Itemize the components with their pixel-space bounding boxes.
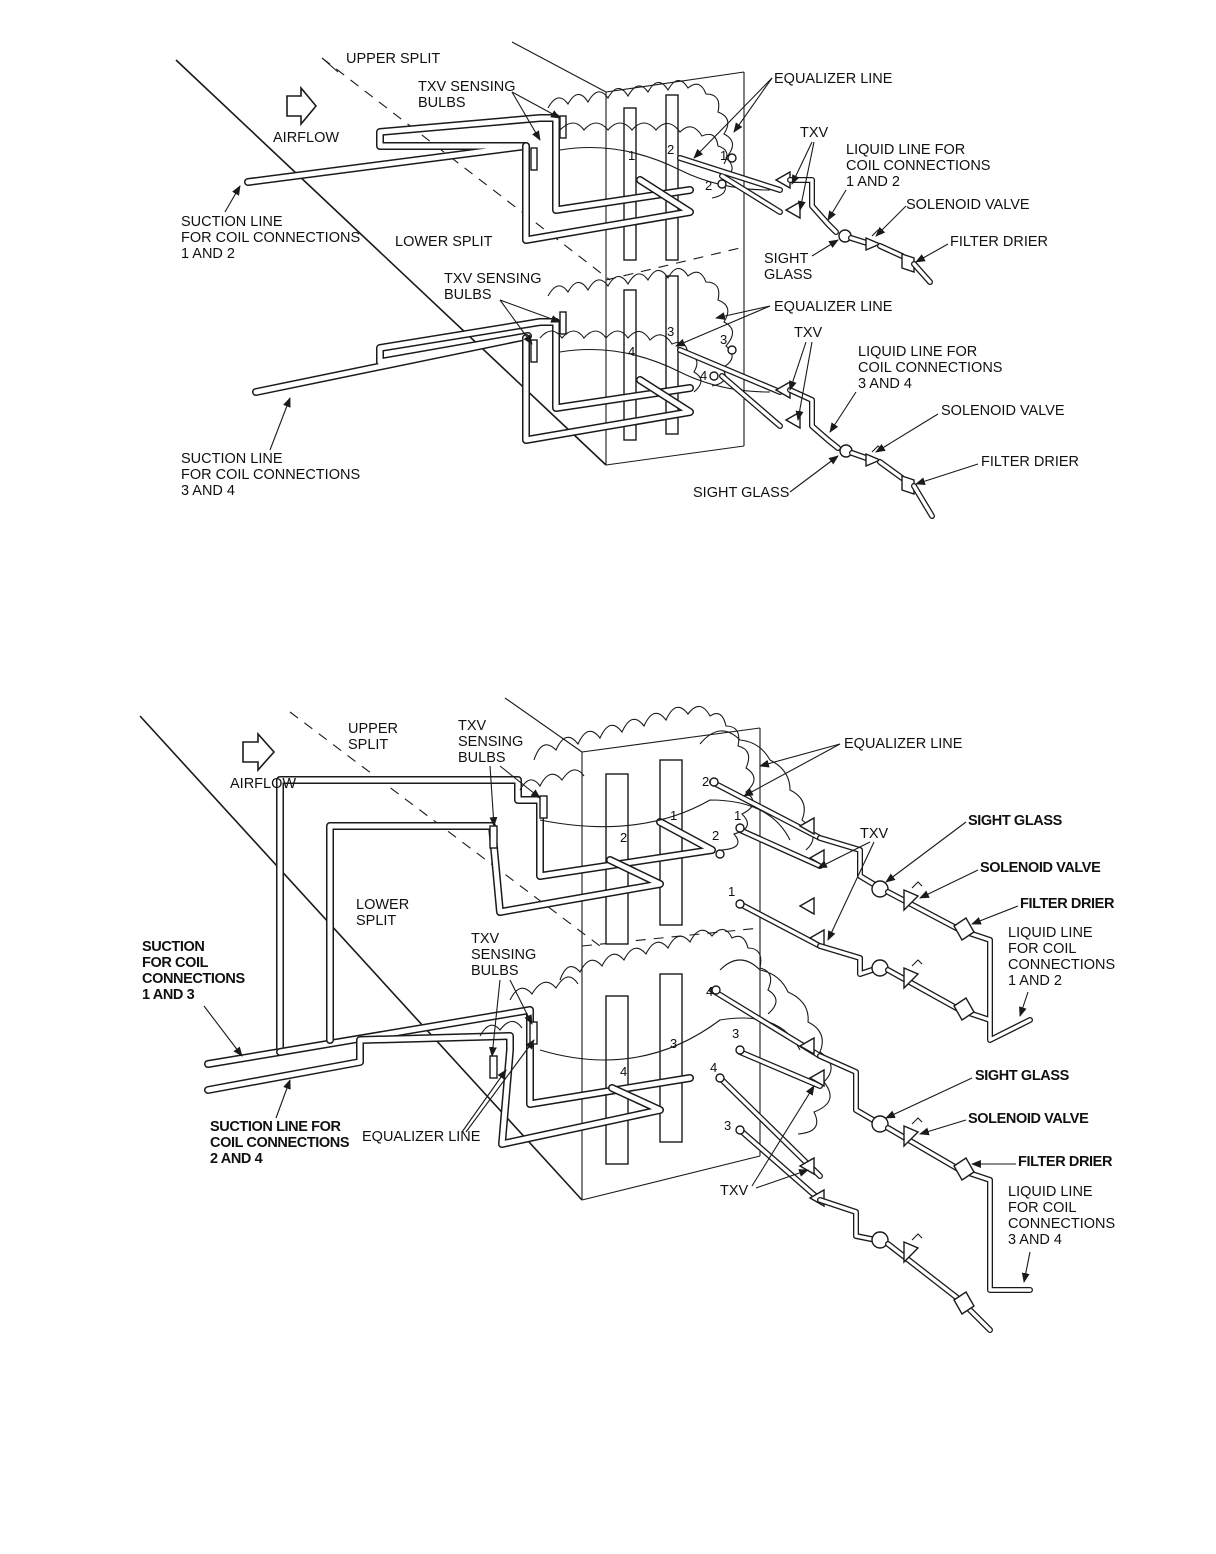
- top-num-1: 2: [667, 142, 674, 157]
- bottom-suction-line-24-label: SUCTION LINE FOR COIL CONNECTIONS 2 AND …: [210, 1119, 353, 1167]
- bottom-lower-split-label: LOWER SPLIT: [356, 897, 413, 929]
- bottom-airflow-arrow-icon: [242, 731, 276, 773]
- bottom-solenoid-valve-2-label: SOLENOID VALVE: [968, 1111, 1089, 1127]
- top-equalizer-line-label: EQUALIZER LINE: [774, 71, 893, 87]
- top-num-4b: 4: [700, 368, 707, 383]
- bottom-num-3: 3: [732, 1026, 739, 1041]
- bottom-num-1b: 1: [728, 884, 735, 899]
- bottom-num-4: 4: [706, 984, 713, 999]
- top-filter-drier-label: FILTER DRIER: [950, 234, 1048, 250]
- top-duct-edge: [175, 59, 607, 466]
- top-num-4: 4: [628, 344, 635, 359]
- top-suction-line-34-label: SUCTION LINE FOR COIL CONNECTIONS 3 AND …: [181, 451, 364, 499]
- bottom-num-4b: 4: [710, 1060, 717, 1075]
- top-sight-glass-2-label: SIGHT GLASS: [693, 485, 789, 501]
- top-num-2: 1: [628, 148, 635, 163]
- bottom-duct-edge: [139, 715, 583, 1201]
- top-suction-line-12-label: SUCTION LINE FOR COIL CONNECTIONS 1 AND …: [181, 214, 364, 262]
- bottom-num-4c: 4: [620, 1064, 627, 1079]
- top-txv-sensing-bulbs-label: TXV SENSING BULBS: [418, 79, 520, 111]
- bottom-figure: UPPER SPLIT TXV SENSING BULBS EQUALIZER …: [139, 697, 1119, 1333]
- bottom-sight-glass-2: [871, 959, 889, 977]
- bottom-equalizer-line-label: EQUALIZER LINE: [844, 736, 963, 752]
- bottom-equalizer-line-2-label: EQUALIZER LINE: [362, 1129, 481, 1145]
- top-txv-2-label: TXV: [794, 325, 823, 341]
- bottom-airflow-label: AIRFLOW: [230, 776, 296, 792]
- bottom-num-3b: 3: [724, 1118, 731, 1133]
- top-liquid-line-12-label: LIQUID LINE FOR COIL CONNECTIONS 1 AND 2: [846, 142, 995, 190]
- bottom-suction-13-label: SUCTION FOR COIL CONNECTIONS 1 AND 3: [142, 939, 248, 1003]
- top-airflow-arrow-icon: [286, 85, 318, 127]
- top-txv-label: TXV: [800, 125, 829, 141]
- top-equalizer-line-2-label: EQUALIZER LINE: [774, 299, 893, 315]
- top-num-1b: 1: [720, 148, 727, 163]
- top-solenoid-valve-2-label: SOLENOID VALVE: [941, 403, 1065, 419]
- bottom-sight-glass-4: [871, 1231, 889, 1249]
- top-sight-glass-label: SIGHT GLASS: [764, 251, 812, 283]
- top-txv-sensing-bulbs-2-label: TXV SENSING BULBS: [444, 271, 546, 303]
- bottom-solenoid-valve-label: SOLENOID VALVE: [980, 860, 1101, 876]
- bottom-num-2b: 2: [712, 828, 719, 843]
- bottom-filter-drier-2-label: FILTER DRIER: [1018, 1154, 1113, 1170]
- bottom-filter-drier-label: FILTER DRIER: [1020, 896, 1115, 912]
- top-figure: UPPER SPLIT TXV SENSING BULBS EQUALIZER …: [175, 41, 1079, 519]
- bottom-num-1: 1: [734, 808, 741, 823]
- bottom-sight-glass-2-label: SIGHT GLASS: [975, 1068, 1070, 1084]
- bottom-txv-2-label: TXV: [720, 1183, 749, 1199]
- top-header-2: [623, 107, 637, 261]
- bottom-sight-glass-3: [871, 1115, 889, 1133]
- bottom-liquid-line-34-label: LIQUID LINE FOR COIL CONNECTIONS 3 AND 4: [1008, 1184, 1119, 1248]
- top-liquid-line-34-label: LIQUID LINE FOR COIL CONNECTIONS 3 AND 4: [858, 344, 1007, 392]
- bottom-upper-split-label: UPPER SPLIT: [348, 721, 402, 753]
- top-num-3b: 3: [720, 332, 727, 347]
- bottom-num-2c: 2: [620, 830, 627, 845]
- bottom-num-2: 2: [702, 774, 709, 789]
- top-num-3: 3: [667, 324, 674, 339]
- top-airflow-label: AIRFLOW: [273, 130, 339, 146]
- bottom-sight-glass-1: [871, 880, 889, 898]
- top-upper-split-label: UPPER SPLIT: [346, 51, 440, 67]
- bottom-txv-sensing-bulbs-2-label: TXV SENSING BULBS: [471, 931, 540, 979]
- top-solenoid-valve-label: SOLENOID VALVE: [906, 197, 1030, 213]
- top-split-dash: [321, 57, 611, 281]
- bottom-txv-sensing-bulbs-label: TXV SENSING BULBS: [458, 718, 527, 766]
- bottom-num-3c: 3: [670, 1036, 677, 1051]
- top-num-2b: 2: [705, 178, 712, 193]
- bottom-txv-label: TXV: [860, 826, 889, 842]
- bottom-liquid-line-12-label: LIQUID LINE FOR COIL CONNECTIONS 1 AND 2: [1008, 925, 1119, 989]
- top-lower-split-label: LOWER SPLIT: [395, 234, 493, 250]
- bottom-sight-glass-label: SIGHT GLASS: [968, 813, 1063, 829]
- top-filter-drier-2-label: FILTER DRIER: [981, 454, 1079, 470]
- bottom-num-1c: 1: [670, 808, 677, 823]
